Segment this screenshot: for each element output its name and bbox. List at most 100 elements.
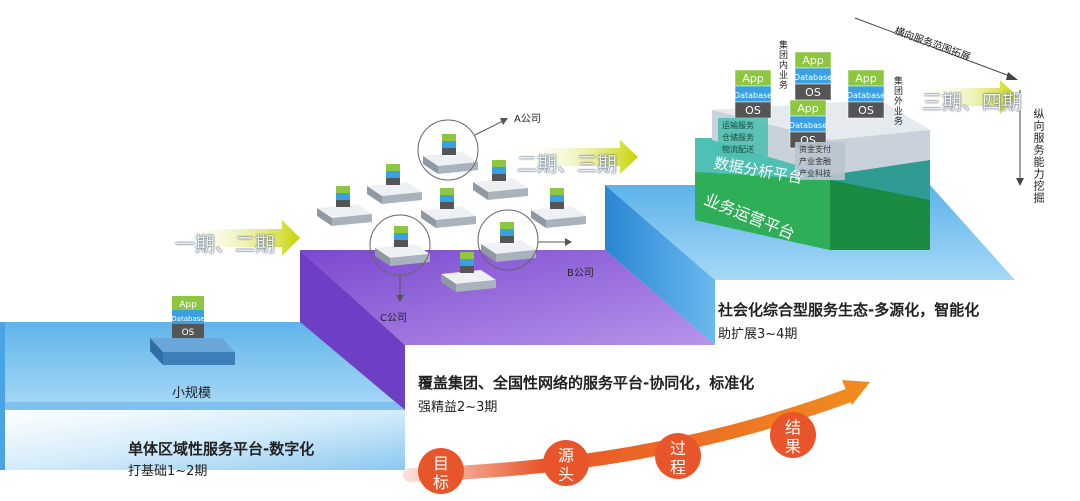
server-unit bbox=[481, 222, 536, 262]
stack-layer bbox=[336, 186, 350, 193]
stack-layer bbox=[500, 222, 514, 229]
stack-layer bbox=[386, 178, 400, 185]
stack-layer bbox=[442, 148, 456, 155]
company-c-pointer-head bbox=[396, 295, 404, 302]
stack-layer bbox=[394, 240, 408, 247]
stage-2-block bbox=[300, 250, 715, 410]
company-b-circle bbox=[477, 209, 539, 271]
server-unit bbox=[473, 160, 528, 200]
goal-circle: 目标 bbox=[418, 448, 464, 494]
stage-3-subtitle: 助扩展3~4期 bbox=[718, 327, 798, 342]
growth-arrow-head bbox=[842, 380, 870, 405]
internal-service-1: 运输服务 bbox=[722, 121, 754, 130]
small-stack-db: Database bbox=[171, 315, 204, 323]
stack-layer bbox=[442, 134, 456, 141]
small-stack-os: OS bbox=[182, 328, 195, 338]
small-stack bbox=[172, 296, 204, 338]
internal-service-3: 物流配送 bbox=[722, 145, 754, 154]
ops-platform bbox=[695, 172, 930, 250]
stack-layer bbox=[460, 252, 474, 259]
process-circle-text: 过程 bbox=[669, 439, 686, 477]
company-b-label: B公司 bbox=[567, 268, 594, 279]
company-a-pointer bbox=[474, 119, 506, 136]
server-unit bbox=[375, 226, 430, 266]
group-external-label: 集团外业务 bbox=[892, 76, 902, 126]
stack-layer bbox=[550, 195, 564, 202]
server-grid bbox=[317, 134, 586, 292]
external-label-box bbox=[795, 142, 845, 180]
big-stack-label: Database bbox=[794, 73, 832, 82]
company-a-label: A公司 bbox=[514, 114, 541, 125]
result-circle-text: 结果 bbox=[784, 418, 801, 456]
group-internal-label: 集团内业务 bbox=[777, 40, 787, 90]
server-unit bbox=[531, 188, 586, 228]
stack-layer bbox=[550, 202, 564, 209]
stack-layer bbox=[336, 193, 350, 200]
big-stack-label: Database bbox=[734, 91, 772, 100]
big-stack-label: App bbox=[802, 54, 824, 67]
stage-1-title: 单体区域性服务平台-数字化 bbox=[128, 440, 315, 458]
process-circle: 过程 bbox=[655, 433, 701, 479]
server-unit bbox=[441, 252, 496, 292]
external-service-1: 资金支付 bbox=[799, 145, 831, 154]
server-unit bbox=[367, 164, 422, 204]
phase-arrow-3 bbox=[920, 80, 1018, 114]
source-circle-text: 源头 bbox=[557, 446, 574, 484]
phase-label-2: 二期、三期 bbox=[517, 152, 617, 176]
company-a-circle bbox=[417, 119, 479, 181]
stack-layer bbox=[336, 200, 350, 207]
server-unit bbox=[423, 134, 478, 174]
stack-layer bbox=[442, 141, 456, 148]
horizontal-arrow-head bbox=[1006, 72, 1018, 80]
small-stack-app: App bbox=[179, 300, 197, 310]
phase-label-1: 一期、二期 bbox=[175, 232, 275, 256]
big-stack-label: Database bbox=[789, 121, 827, 130]
small-server bbox=[150, 338, 235, 365]
stack-layer bbox=[492, 174, 506, 181]
server-unit bbox=[421, 188, 476, 228]
small-scale-label: 小规模 bbox=[172, 386, 212, 401]
goal-circle-text: 目标 bbox=[432, 454, 449, 492]
stack-layer bbox=[440, 195, 454, 202]
internal-label-box bbox=[718, 118, 768, 156]
company-c-label: C公司 bbox=[380, 313, 407, 324]
stack-layer bbox=[440, 202, 454, 209]
server-unit bbox=[317, 186, 372, 226]
internal-service-2: 仓储服务 bbox=[722, 133, 754, 142]
vertical-expansion-label: 纵向服务能力挖掘 bbox=[1032, 108, 1045, 204]
stack-layer bbox=[386, 171, 400, 178]
vertical-arrow-head bbox=[1016, 178, 1024, 186]
big-stack-layer bbox=[847, 101, 885, 119]
big-stack-label: App bbox=[797, 102, 819, 115]
big-stack-label: OS bbox=[745, 104, 761, 117]
stage-3-title: 社会化综合型服务生态-多源化，智能化 bbox=[718, 301, 980, 319]
source-circle: 源头 bbox=[543, 440, 589, 486]
stack-layer bbox=[394, 233, 408, 240]
horizontal-expansion-arrow bbox=[854, 17, 1016, 79]
stage-2-title: 覆盖集团、全国性网络的服务平台-协同化，标准化 bbox=[418, 374, 755, 392]
stage-2-subtitle: 强精益2~3期 bbox=[418, 400, 498, 415]
stack-layer bbox=[500, 229, 514, 236]
big-stack-label: App bbox=[855, 72, 877, 85]
result-circle: 结果 bbox=[770, 412, 816, 458]
company-b-pointer-head bbox=[565, 238, 572, 246]
stack-layer bbox=[460, 266, 474, 273]
external-service-2: 产业金融 bbox=[799, 157, 831, 166]
company-c-circle bbox=[369, 214, 431, 276]
stack-layer bbox=[440, 188, 454, 195]
stack-layer bbox=[550, 188, 564, 195]
phase-arrow-1 bbox=[178, 220, 300, 256]
phase-label-3: 三期、四期 bbox=[922, 90, 1022, 114]
stack-layer bbox=[394, 226, 408, 233]
stack-layer bbox=[386, 164, 400, 171]
external-service-3: 产业科技 bbox=[799, 169, 831, 178]
big-stack-label: OS bbox=[805, 86, 821, 99]
stage-1-subtitle: 打基础1~2期 bbox=[128, 464, 208, 479]
stack-layer bbox=[500, 236, 514, 243]
stack-layer bbox=[492, 160, 506, 167]
phase-arrow-2 bbox=[515, 140, 638, 174]
big-stack-label: OS bbox=[858, 104, 874, 117]
stack-layer bbox=[492, 167, 506, 174]
stage-1-block bbox=[0, 322, 405, 470]
